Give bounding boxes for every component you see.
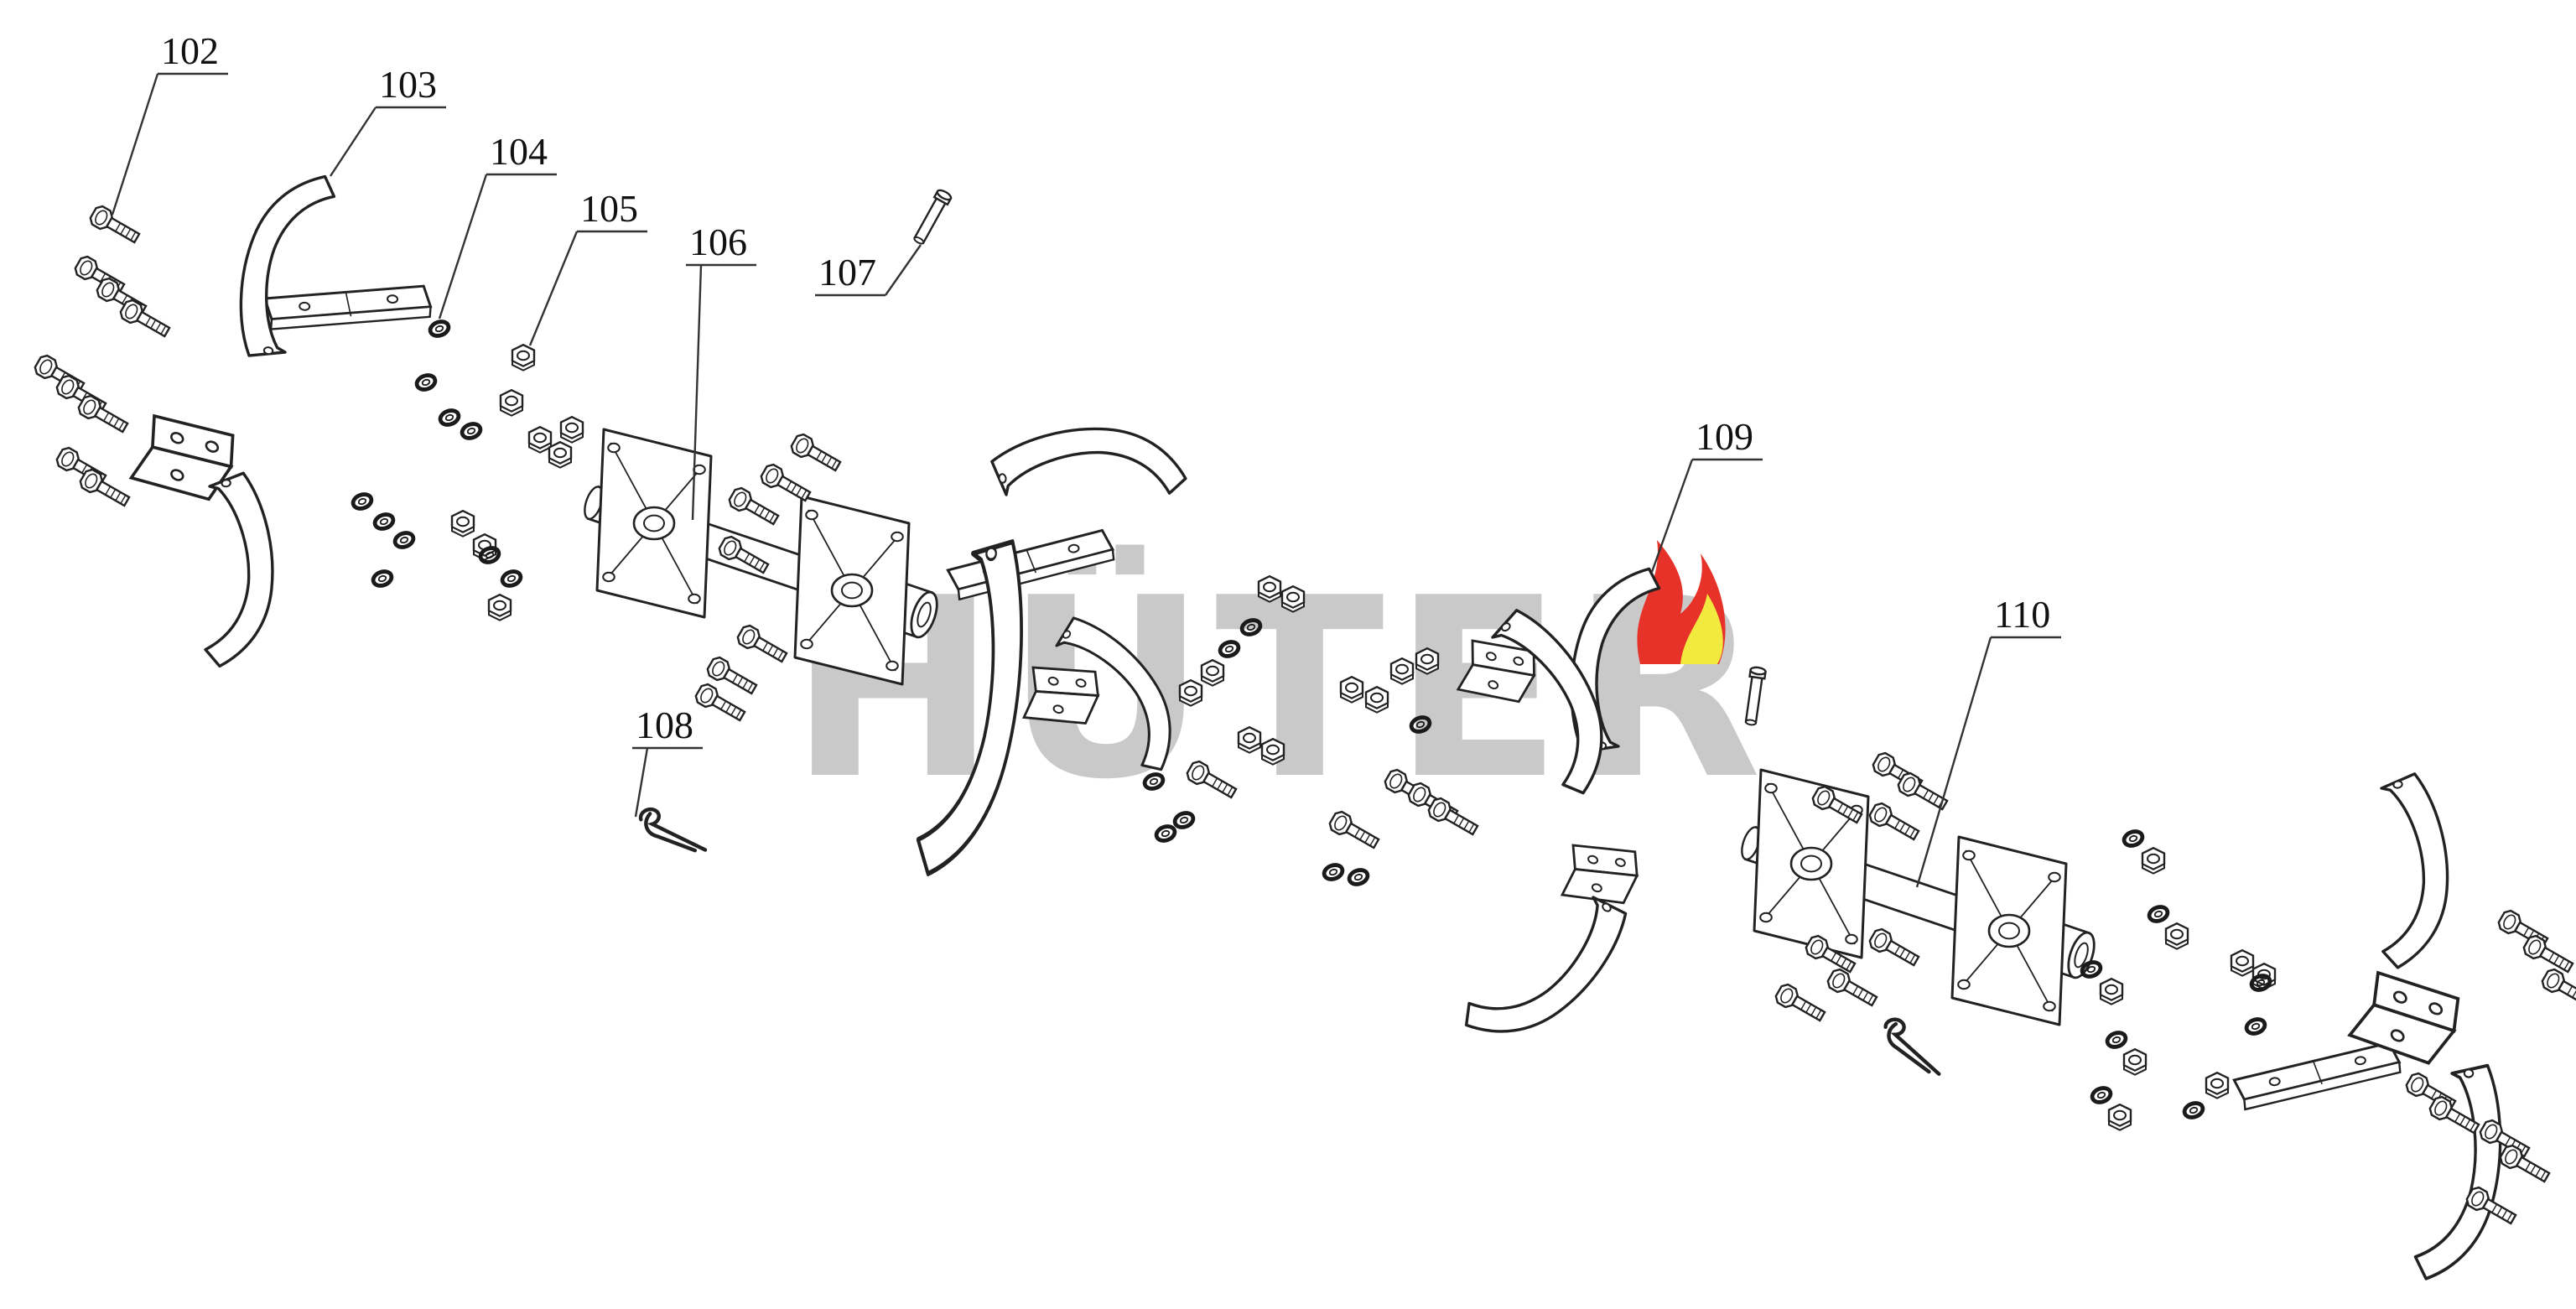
flame-logo-yellow xyxy=(1680,594,1723,664)
hex-nut xyxy=(1200,659,1225,687)
part-number-103: 103 xyxy=(379,63,437,106)
part-label-108: 108 xyxy=(632,704,703,818)
washer xyxy=(373,512,396,532)
bolt xyxy=(757,461,814,506)
hex-nut xyxy=(527,426,553,454)
tine-blade xyxy=(1456,872,1640,1070)
part-label-103: 103 xyxy=(329,63,446,177)
washer xyxy=(439,408,461,428)
washer xyxy=(1322,863,1345,882)
bolt xyxy=(725,485,782,530)
bolt xyxy=(734,622,791,667)
washer xyxy=(428,319,451,339)
hex-nut xyxy=(1415,647,1440,675)
bolt xyxy=(117,297,174,342)
hex-nut xyxy=(2230,948,2255,977)
bolt xyxy=(1824,966,1881,1011)
hex-nut xyxy=(450,510,475,538)
part-label-104: 104 xyxy=(438,130,557,319)
hex-nut xyxy=(511,344,536,371)
hex-nut xyxy=(2122,1047,2148,1076)
tine-blade xyxy=(180,469,288,670)
leader-line xyxy=(528,230,647,346)
hex-nut xyxy=(1280,585,1306,613)
leader-line xyxy=(438,173,557,319)
hex-nut xyxy=(499,389,524,417)
washer xyxy=(2148,905,2170,924)
part-label-106: 106 xyxy=(686,221,756,521)
clevis-pin xyxy=(910,187,953,247)
washer xyxy=(371,569,394,589)
hex-nut xyxy=(1257,575,1282,603)
washer xyxy=(393,531,416,550)
hex-nut xyxy=(1260,738,1285,766)
part-number-108: 108 xyxy=(636,704,693,746)
washer xyxy=(415,373,438,392)
washer xyxy=(2090,1086,2113,1105)
washer xyxy=(2122,829,2145,849)
part-number-109: 109 xyxy=(1696,415,1753,458)
bolt xyxy=(1866,926,1923,971)
hex-nut xyxy=(1389,657,1415,685)
part-number-110: 110 xyxy=(1994,593,2050,636)
washer xyxy=(1348,868,1370,887)
bolt xyxy=(787,431,844,476)
washer xyxy=(2106,1031,2128,1050)
part-label-107: 107 xyxy=(815,244,922,297)
part-label-109: 109 xyxy=(1650,415,1763,573)
washer xyxy=(351,492,374,512)
part-number-107: 107 xyxy=(818,251,876,293)
bolt xyxy=(1894,770,1951,815)
tine-blade xyxy=(987,410,1190,524)
hex-nut xyxy=(559,416,584,444)
part-label-105: 105 xyxy=(528,187,647,346)
part-number-102: 102 xyxy=(161,29,219,72)
washer xyxy=(501,569,523,589)
hex-nut xyxy=(1237,726,1262,754)
washer xyxy=(2183,1101,2205,1120)
bolt xyxy=(75,392,132,438)
tine-blade xyxy=(2352,769,2466,972)
tine-blade xyxy=(231,165,339,366)
hex-nut xyxy=(548,441,573,469)
hex-nut xyxy=(2141,847,2166,875)
leader-line xyxy=(329,106,446,177)
mounting-bar xyxy=(2231,1041,2404,1112)
leader-line xyxy=(1915,636,2061,888)
hex-nut xyxy=(2205,1071,2230,1099)
leader-line xyxy=(686,263,756,521)
bolt xyxy=(2538,966,2576,1011)
hex-nut xyxy=(2164,922,2189,950)
mounting-bar xyxy=(261,273,434,342)
bolt xyxy=(1866,800,1923,845)
hex-nut xyxy=(1339,676,1364,704)
washer xyxy=(2245,1017,2267,1036)
part-number-104: 104 xyxy=(490,130,548,173)
part-label-102: 102 xyxy=(111,29,228,216)
hex-nut xyxy=(1364,686,1389,714)
bolt xyxy=(1772,981,1829,1026)
leader-line xyxy=(632,746,703,818)
part-label-110: 110 xyxy=(1915,593,2061,888)
r-clip-pin xyxy=(1876,1016,1952,1075)
leader-line xyxy=(111,72,228,216)
part-number-105: 105 xyxy=(580,187,638,230)
bolt xyxy=(76,466,133,512)
bolt xyxy=(692,681,749,726)
hex-nut xyxy=(2107,1103,2132,1131)
washer xyxy=(460,422,483,441)
leader-line xyxy=(1650,458,1763,573)
hex-nut xyxy=(487,594,512,621)
bolt xyxy=(86,203,143,248)
r-clip-pin xyxy=(638,808,709,852)
leader-line xyxy=(815,244,922,297)
hex-nut xyxy=(1178,679,1203,707)
part-number-106: 106 xyxy=(689,221,747,263)
hex-nut xyxy=(2099,977,2124,1005)
